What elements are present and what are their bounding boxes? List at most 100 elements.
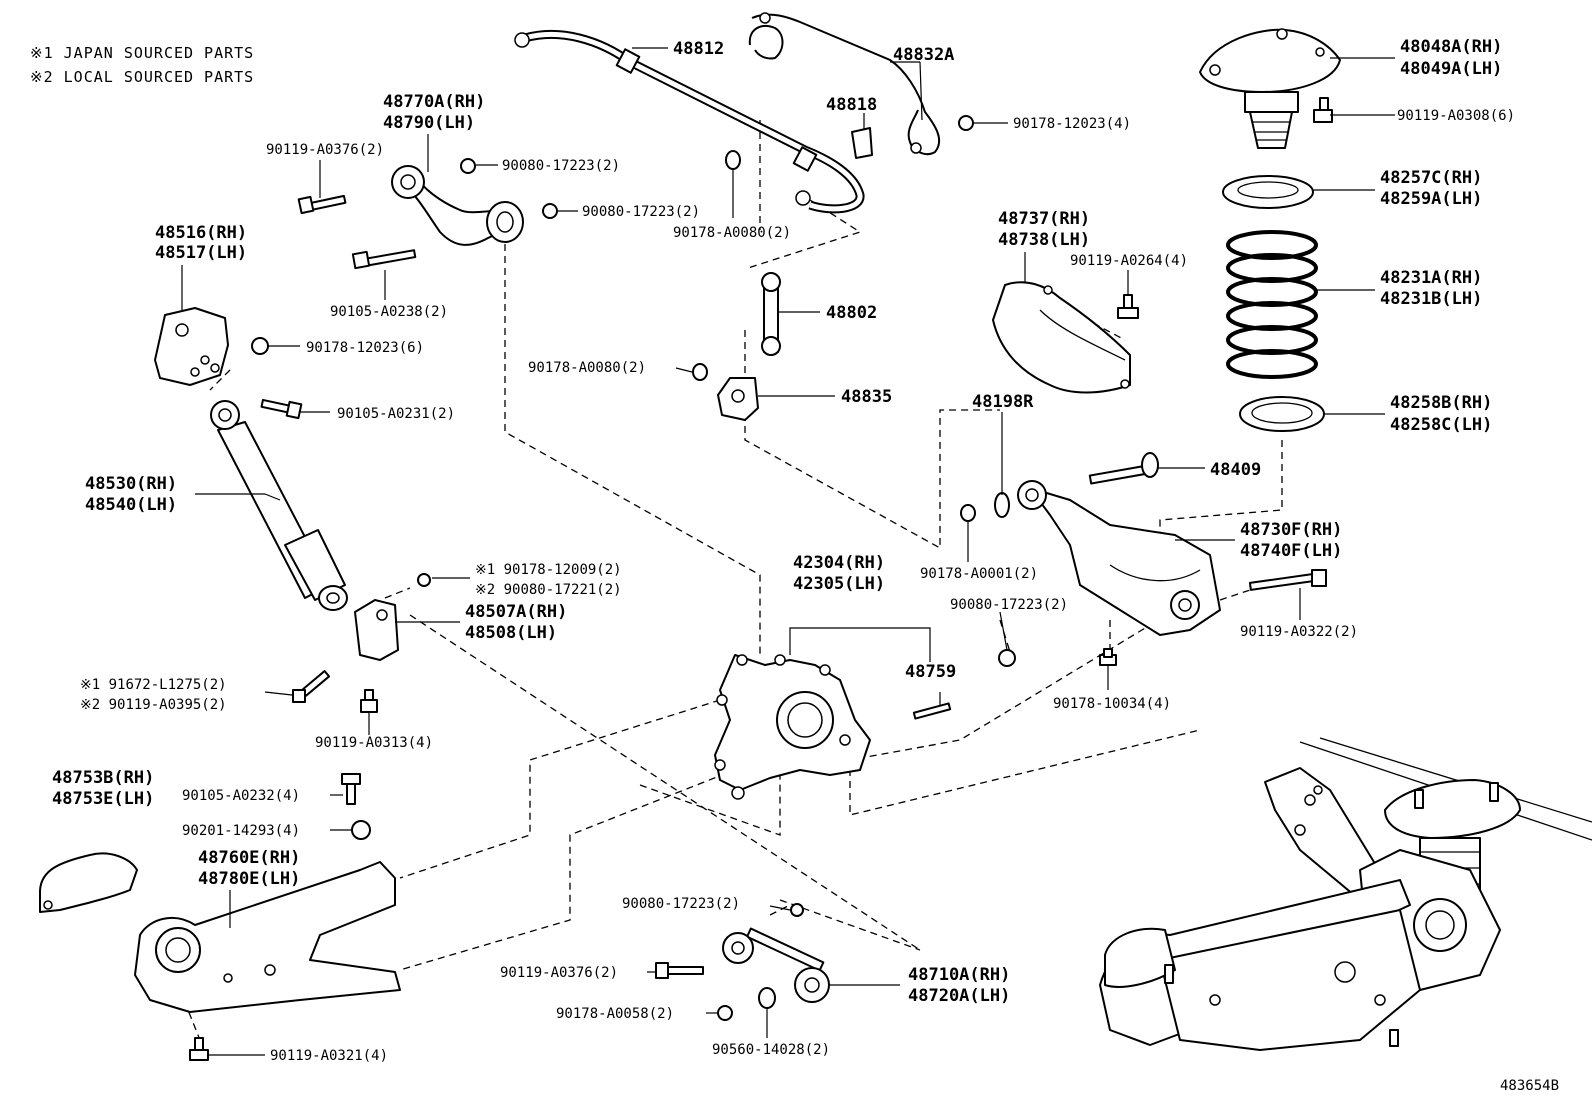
shock-lower-bracket [354, 599, 399, 661]
stabilizer-bar [514, 29, 865, 214]
label-90080-17223-c: 90080-17223(2) [950, 597, 1068, 613]
label-48738: 48738(LH) [998, 230, 1090, 250]
label-90178-12023-6: 90178-12023(6) [306, 340, 424, 356]
note-local-sourced: ※2 LOCAL SOURCED PARTS [30, 68, 254, 86]
stud-bolt-icon [912, 702, 952, 720]
nut-icon [417, 573, 431, 587]
label-48832a: 48832A [893, 45, 954, 65]
label-48740f: 48740F(LH) [1240, 541, 1342, 561]
figure-code: 483654B [1500, 1078, 1559, 1094]
rear-axle-carrier [714, 654, 871, 800]
label-48780e: 48780E(LH) [198, 869, 300, 889]
bolt-icon [1313, 97, 1333, 123]
label-48257c: 48257C(RH) [1380, 168, 1482, 188]
bolt-icon [292, 670, 331, 703]
upper-support [1199, 28, 1341, 149]
nut-icon [542, 203, 558, 219]
bolt-icon [260, 398, 303, 420]
label-90105-a0231: 90105-A0231(2) [337, 406, 455, 422]
label-48409: 48409 [1210, 460, 1261, 480]
label-90080-17223-d: 90080-17223(2) [622, 896, 740, 912]
washer-icon [351, 820, 371, 840]
label-48540: 48540(LH) [85, 495, 177, 515]
assembled-suspension-view [1099, 737, 1592, 1051]
label-48818: 48818 [826, 95, 877, 115]
label-48516: 48516(RH) [155, 223, 247, 243]
label-48812: 48812 [673, 39, 724, 59]
nut-icon [725, 150, 741, 170]
label-90560-14028: 90560-14028(2) [712, 1042, 830, 1058]
label-48198r: 48198R [972, 392, 1034, 412]
shock-upper-bracket [154, 307, 229, 386]
label-90105-a0238: 90105-A0238(2) [330, 304, 448, 320]
bolt-icon [1117, 294, 1139, 319]
label-90178-12023-4: 90178-12023(4) [1013, 116, 1131, 132]
label-48530: 48530(RH) [85, 474, 177, 494]
splash-shield [992, 281, 1131, 394]
label-48049a: 48049A(LH) [1400, 59, 1502, 79]
label-90178-a0001: 90178-A0001(2) [920, 566, 1038, 582]
label-90119-a0321: 90119-A0321(4) [270, 1048, 388, 1064]
note-japan-sourced: ※1 JAPAN SOURCED PARTS [30, 44, 254, 62]
label-90119-a0264: 90119-A0264(4) [1070, 253, 1188, 269]
label-48710a: 48710A(RH) [908, 965, 1010, 985]
washer-icon [758, 987, 776, 1009]
label-48770a: 48770A(RH) [383, 92, 485, 112]
shock-absorber [210, 400, 348, 611]
stabilizer-bushing-icon [851, 127, 873, 159]
nut-icon [960, 504, 976, 522]
stabilizer-link [761, 272, 781, 356]
label-48753b: 48753B(RH) [52, 768, 154, 788]
label-48231b: 48231B(LH) [1380, 289, 1482, 309]
label-48759: 48759 [905, 662, 956, 682]
nut-icon [1099, 648, 1117, 666]
label-91672-l1275: ※1 91672-L1275(2) [80, 677, 227, 693]
label-90178-12009: ※1 90178-12009(2) [475, 562, 622, 578]
bolt-icon [341, 773, 361, 805]
link-bracket [717, 377, 759, 421]
toe-control-arm [722, 927, 830, 1003]
label-48835: 48835 [841, 387, 892, 407]
nut-icon [998, 649, 1016, 667]
upper-spring-seat [1222, 175, 1314, 209]
label-48517: 48517(LH) [155, 243, 247, 263]
nut-icon [251, 337, 269, 355]
label-48720a: 48720A(LH) [908, 986, 1010, 1006]
label-90201-14293: 90201-14293(4) [182, 823, 300, 839]
label-48760e: 48760E(RH) [198, 848, 300, 868]
adjusting-bolt [1088, 452, 1159, 485]
cam-plate-icon [994, 492, 1010, 518]
label-42304: 42304(RH) [793, 553, 885, 573]
lower-control-arm-no2 [1017, 480, 1221, 636]
label-90178-a0080-mid: 90178-A0080(2) [528, 360, 646, 376]
label-48048a: 48048A(RH) [1400, 37, 1502, 57]
bolt-icon [297, 194, 347, 215]
bolt-icon [351, 249, 417, 270]
nut-icon [692, 363, 708, 381]
bolt-icon [189, 1037, 209, 1061]
label-90119-a0308: 90119-A0308(6) [1397, 108, 1515, 124]
label-48258b: 48258B(RH) [1390, 393, 1492, 413]
label-90119-a0376-top: 90119-A0376(2) [266, 142, 384, 158]
label-42305: 42305(LH) [793, 574, 885, 594]
lower-control-arm-no1 [134, 861, 401, 1013]
nut-icon [790, 903, 804, 917]
label-90178-a0080-top: 90178-A0080(2) [673, 225, 791, 241]
label-90119-a0376-bot: 90119-A0376(2) [500, 965, 618, 981]
nut-icon [958, 115, 974, 131]
label-48730f: 48730F(RH) [1240, 520, 1342, 540]
nut-icon [460, 158, 476, 174]
coil-spring [1226, 230, 1318, 379]
label-48737: 48737(RH) [998, 209, 1090, 229]
label-90178-a0058: 90178-A0058(2) [556, 1006, 674, 1022]
label-90080-17223-a: 90080-17223(2) [502, 158, 620, 174]
label-48790: 48790(LH) [383, 113, 475, 133]
label-90119-a0395: ※2 90119-A0395(2) [80, 697, 227, 713]
bolt-icon [655, 962, 704, 979]
upper-control-arm [391, 165, 524, 246]
lower-arm-cover [39, 852, 138, 913]
label-90119-a0322: 90119-A0322(2) [1240, 624, 1358, 640]
label-90119-a0313: 90119-A0313(4) [315, 735, 433, 751]
label-48231a: 48231A(RH) [1380, 268, 1482, 288]
